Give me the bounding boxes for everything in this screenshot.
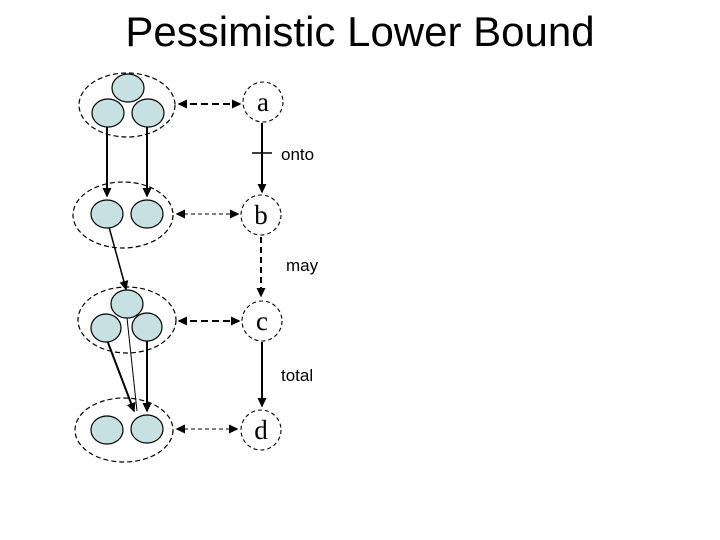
node-b-circle — [240, 194, 282, 236]
group-d-boundary — [74, 397, 174, 463]
element-circle — [90, 313, 122, 343]
node-d: d — [240, 409, 282, 451]
element-circle — [130, 414, 164, 444]
node-b: b — [240, 194, 282, 236]
group-b-boundary — [72, 181, 174, 249]
node-d-circle — [240, 409, 282, 451]
element-circle — [91, 98, 125, 128]
element-circle — [90, 415, 124, 445]
concrete-edges — [102, 127, 152, 413]
edge-label-may: may — [286, 256, 319, 275]
element-circle — [131, 312, 163, 342]
edge-label-total: total — [281, 366, 313, 385]
node-d-label: d — [254, 415, 268, 445]
node-b-label: b — [254, 200, 268, 230]
element-circle — [111, 73, 145, 103]
element-circle — [90, 199, 124, 229]
element-circle — [130, 199, 164, 229]
abstraction-connectors — [175, 99, 242, 434]
edge-b1-c1 — [108, 226, 129, 291]
group-a-boundary — [78, 72, 176, 138]
edge-c2-d2 — [126, 317, 138, 412]
node-a: a — [242, 81, 284, 123]
node-a-circle — [242, 81, 284, 123]
abstract-nodes: a b c d — [240, 81, 284, 451]
edge-labels: onto may total — [281, 145, 319, 385]
edge-c1-d2 — [106, 339, 136, 413]
node-c: c — [241, 300, 283, 342]
element-circle — [110, 289, 144, 319]
node-c-circle — [241, 300, 283, 342]
abstract-edges — [252, 123, 272, 408]
element-circle — [131, 98, 165, 128]
page-title: Pessimistic Lower Bound — [125, 8, 595, 55]
edge-label-onto: onto — [281, 145, 314, 164]
node-a-label: a — [257, 87, 269, 117]
concrete-elements — [90, 73, 165, 445]
node-c-label: c — [256, 306, 268, 336]
concrete-group-boundaries — [72, 72, 177, 463]
